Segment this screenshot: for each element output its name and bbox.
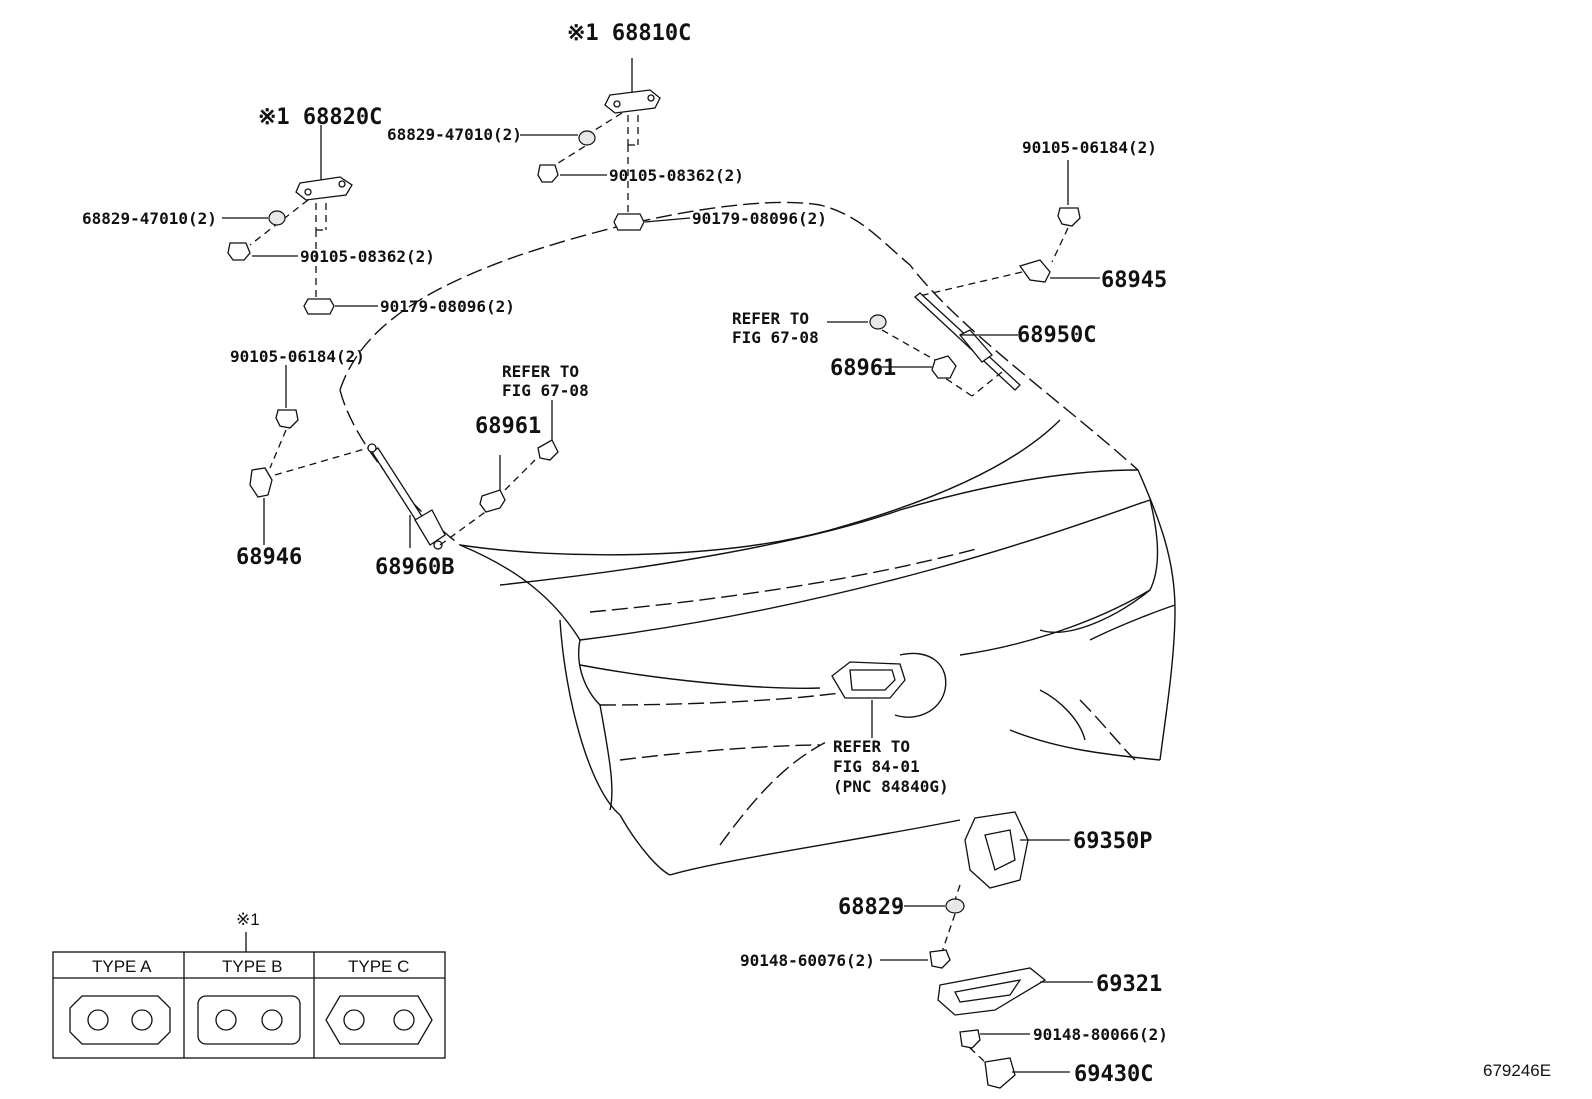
ball-stud-68961-b — [479, 489, 506, 513]
group-right-stay — [827, 160, 1100, 397]
label-refer-c-1: REFER TO — [833, 737, 910, 756]
screw-90148-60076 — [929, 949, 951, 969]
group-68820c — [222, 125, 378, 315]
label-refer-c-3: (PNC 84840G) — [833, 777, 949, 796]
back-door-outline — [339, 201, 1176, 876]
label-68946: 68946 — [236, 545, 302, 570]
label-90105-08362-a: 90105-08362(2) — [609, 166, 744, 185]
label-90148-80066: 90148-80066(2) — [1033, 1025, 1168, 1044]
type-a-shape — [69, 995, 171, 1045]
bolt-90105-06184-a — [275, 409, 299, 429]
screw-90105-a — [537, 164, 559, 183]
label-refer-a-1: REFER TO — [732, 309, 809, 328]
label-69321: 69321 — [1096, 972, 1162, 997]
label-90179-08096-b: 90179-08096(2) — [380, 297, 515, 316]
label-refer-b-1: REFER TO — [502, 362, 579, 381]
label-68829: 68829 — [838, 895, 904, 920]
screw-90148-80066 — [959, 1029, 981, 1049]
legend-type-c: TYPE C — [348, 957, 409, 976]
label-69430c: 69430C — [1074, 1062, 1153, 1087]
label-68961-b: 68961 — [475, 414, 541, 439]
legend-type-b: TYPE B — [222, 957, 282, 976]
label-68820c: ※1 68820C — [258, 105, 382, 130]
type-c-shape — [325, 995, 433, 1045]
legend-note: ※1 — [236, 910, 260, 929]
nut-90179-b — [303, 298, 335, 315]
label-68810c: ※1 68810C — [567, 21, 691, 46]
label-68961-a: 68961 — [830, 356, 896, 381]
figure-id: 679246E — [1483, 1061, 1551, 1080]
antenna-amplifier-68810c — [604, 89, 661, 114]
bolt-90105-06184-b — [1057, 207, 1081, 227]
bracket-68946 — [249, 467, 273, 498]
label-68960b: 68960B — [375, 555, 454, 580]
label-90105-06184-b: 90105-06184(2) — [1022, 138, 1157, 157]
type-b-shape — [197, 995, 301, 1045]
legend-type-a: TYPE A — [92, 957, 152, 976]
label-90105-06184-a: 90105-06184(2) — [230, 347, 365, 366]
bracket-69430c — [984, 1057, 1016, 1089]
ball-stud-68961-a — [931, 355, 957, 379]
clip-68829-b — [268, 210, 286, 226]
handle-84840g — [831, 661, 906, 738]
clip-68829-a — [578, 130, 596, 146]
type-legend — [52, 932, 446, 1059]
antenna-amplifier-68820c — [295, 176, 353, 201]
label-refer-c-2: FIG 84-01 — [833, 757, 920, 776]
cap-refer-67-08-a — [869, 314, 887, 330]
label-90179-08096-a: 90179-08096(2) — [692, 209, 827, 228]
label-refer-a-2: FIG 67-08 — [732, 328, 819, 347]
bracket-68945 — [1018, 259, 1051, 283]
grommet-68829 — [945, 898, 965, 914]
label-90148-60076: 90148-60076(2) — [740, 951, 875, 970]
label-90105-08362-b: 90105-08362(2) — [300, 247, 435, 266]
label-68829-47010-b: 68829-47010(2) — [82, 209, 217, 228]
label-68950c: 68950C — [1017, 323, 1096, 348]
group-lock — [880, 811, 1093, 1089]
screw-90105-b — [227, 242, 251, 261]
label-refer-b-2: FIG 67-08 — [502, 381, 589, 400]
group-left-stay — [249, 365, 559, 550]
group-68810c — [520, 58, 691, 231]
nut-90179-a — [613, 213, 645, 231]
label-68945: 68945 — [1101, 268, 1167, 293]
cap-refer-67-08-b — [537, 439, 559, 461]
label-68829-47010-a: 68829-47010(2) — [387, 125, 522, 144]
label-69350p: 69350P — [1073, 829, 1152, 854]
